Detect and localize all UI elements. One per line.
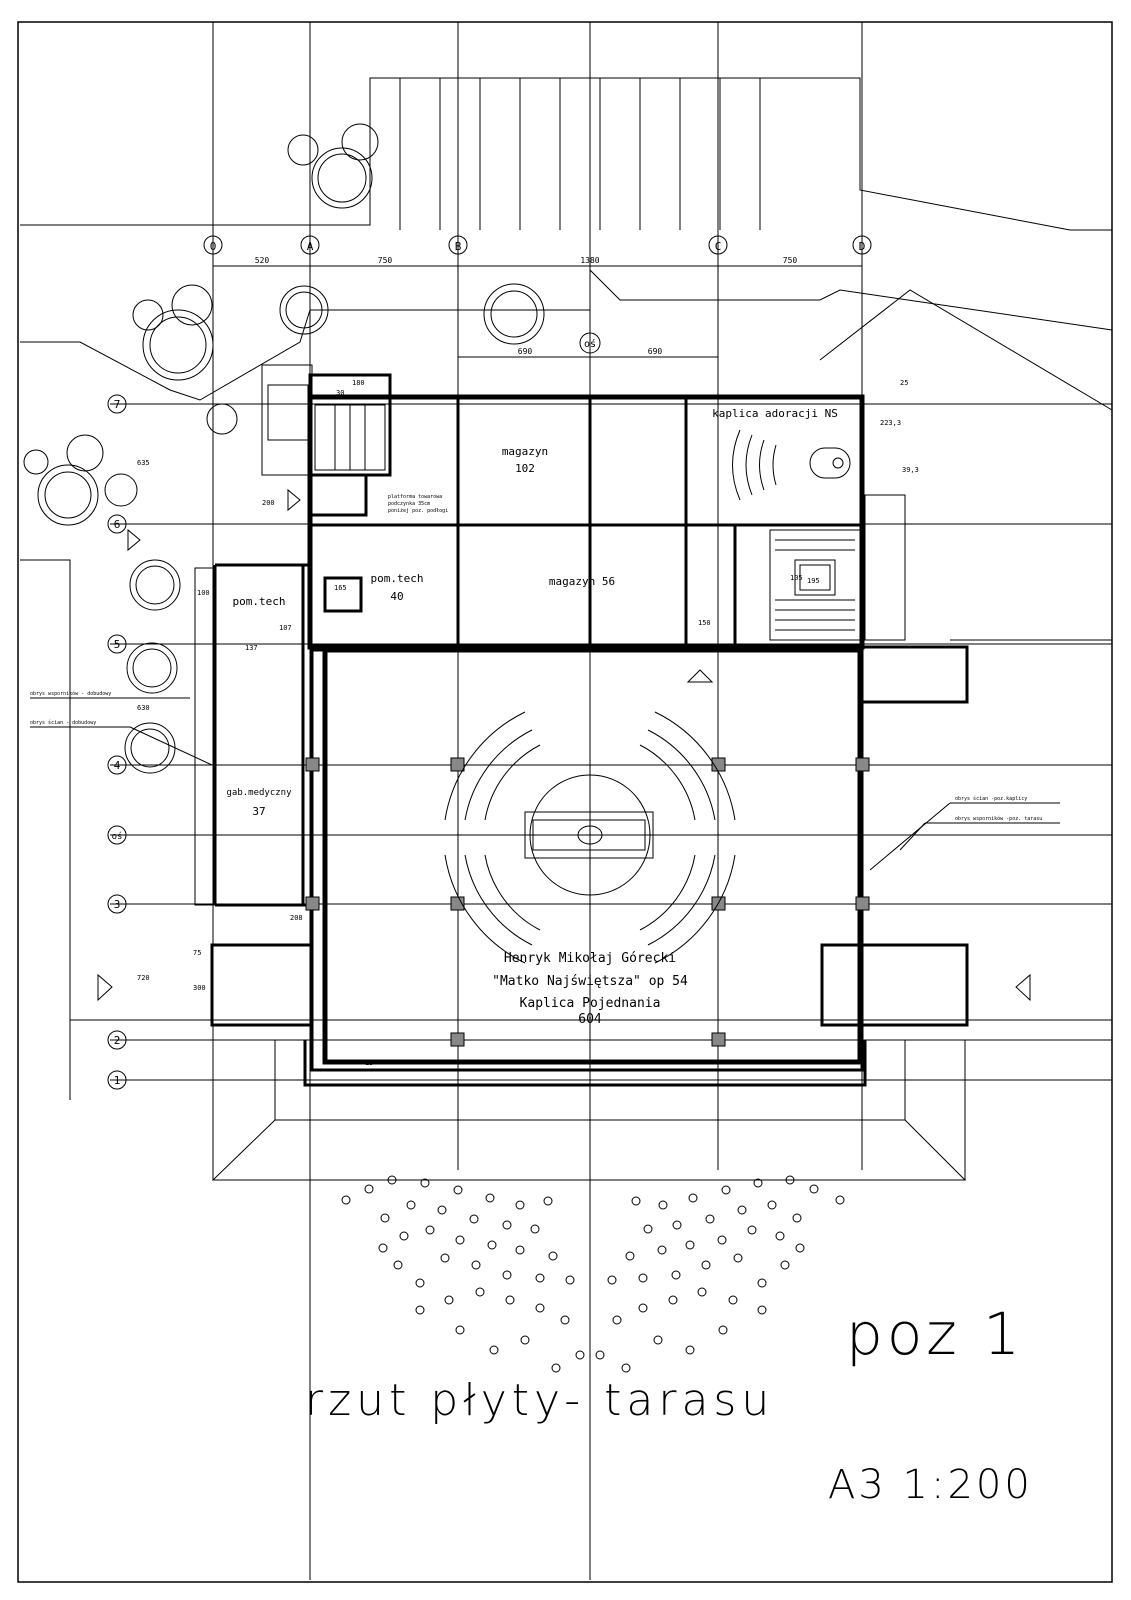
room-magazyn-number: 102 (515, 462, 535, 475)
note-platform-sub: podczynka 35cm (388, 501, 430, 507)
dim-1380: 1380 (580, 256, 599, 265)
chapel-name: Kaplica Pojednania (520, 996, 661, 1011)
room-labels: magazyn 102 kaplica adoracji NS pom.tech… (226, 407, 837, 818)
room-magazyn56: magazyn 56 (549, 575, 615, 588)
room-pomtech-number: 40 (390, 590, 403, 603)
dim-105: 105 (790, 574, 803, 582)
grid-row-3: 3 (114, 898, 121, 911)
terrace-outline (69, 1019, 1112, 1181)
dim-39: 39,3 (902, 466, 919, 474)
room-gabinet-name: gab.medyczny (226, 788, 292, 798)
dim-30: 30 (336, 389, 344, 397)
note-walls-chapel: obrys ścian -poz.kaplicy (955, 795, 1027, 802)
room-pomtech-left: pom.tech (233, 595, 286, 608)
grid-row-5: 5 (114, 638, 121, 651)
column-axis-bubbles: 0 A B C D (203, 235, 872, 255)
trees (23, 123, 545, 774)
dim-208: 208 (290, 914, 303, 922)
top-dimension-line: 520 750 1380 750 690 690 oś (213, 256, 862, 358)
dim-195: 195 (807, 577, 820, 585)
dim-520: 520 (255, 256, 270, 265)
sheet-border (17, 21, 1113, 1583)
chapel-number: 604 (578, 1012, 602, 1027)
dim-635: 635 (137, 459, 150, 467)
grid-col-0: 0 (210, 240, 217, 253)
annotation-notes: platforma towarowa podczynka 35cm poniże… (30, 494, 1060, 871)
plaza-dots (341, 1175, 845, 1373)
dim-300: 300 (193, 984, 206, 992)
dim-223: 223,3 (880, 419, 901, 427)
room-gabinet-number: 37 (252, 805, 265, 818)
chapel-work: "Matko Najświętsza" op 54 (492, 974, 688, 989)
room-pomtech-name: pom.tech (371, 572, 424, 585)
note-supports-terrace: obrys wsporników -poz. tarasu (955, 815, 1042, 822)
grid-row-2: 2 (114, 1034, 121, 1047)
grid-row-7: 7 (114, 398, 121, 411)
dimension-numbers: 30 180 200 150 165 107 137 100 208 75 30… (137, 379, 919, 1067)
top-building-outline (20, 77, 1113, 1100)
dim-180: 180 (352, 379, 365, 387)
room-magazyn-name: magazyn (502, 445, 548, 458)
grid-col-d: D (859, 240, 866, 253)
scale-label: A3 1:200 (828, 1462, 1033, 1508)
note-walls-add: obrys ścian - dobudowy (30, 719, 96, 726)
dim-720: 720 (137, 974, 150, 982)
dim-750-left: 750 (378, 256, 393, 265)
altar-and-seating (444, 429, 851, 964)
grid-row-4: 4 (114, 759, 121, 772)
axis-os-top: oś (584, 338, 596, 350)
dim-690-right: 690 (648, 347, 663, 356)
room-kaplica-adoracji: kaplica adoracji NS (712, 407, 838, 420)
dim-690-left: 690 (518, 347, 533, 356)
drawing-title: rzut płyty- tarasu (305, 1375, 775, 1426)
dim-15: 15 (365, 1059, 373, 1067)
grid-col-b: B (455, 240, 462, 253)
chapel-composer: Henryk Mikołaj Górecki (504, 951, 676, 966)
dim-750-right: 750 (783, 256, 798, 265)
dim-107: 107 (279, 624, 292, 632)
position-label: poz 1 (846, 1300, 1025, 1368)
dim-100: 100 (197, 589, 210, 597)
grid-row-6: 6 (114, 518, 121, 531)
note-supports-add: obrys wsporników - dobudowy (30, 690, 111, 697)
dim-165: 165 (334, 584, 347, 592)
row-axis-bubbles: 7 6 5 4 oś 3 2 1 (107, 394, 127, 1090)
dim-200: 200 (262, 499, 275, 507)
grid-row-1: 1 (114, 1074, 121, 1087)
grid-col-c: C (715, 240, 722, 253)
stairs (97, 384, 1031, 1002)
dim-137: 137 (245, 644, 258, 652)
grid-col-a: A (307, 240, 314, 253)
note-platform: platforma towarowa (388, 494, 442, 500)
grid-row-os: oś (112, 831, 123, 842)
dim-630: 630 (137, 704, 150, 712)
dim-25: 25 (900, 379, 908, 387)
dim-150: 150 (698, 619, 711, 627)
dim-75: 75 (193, 949, 201, 957)
note-platform-sub2: poniżej poz. podłogi (388, 508, 448, 514)
building-walls (194, 364, 969, 1087)
chapel-label: Henryk Mikołaj Górecki "Matko Najświętsz… (492, 951, 688, 1027)
